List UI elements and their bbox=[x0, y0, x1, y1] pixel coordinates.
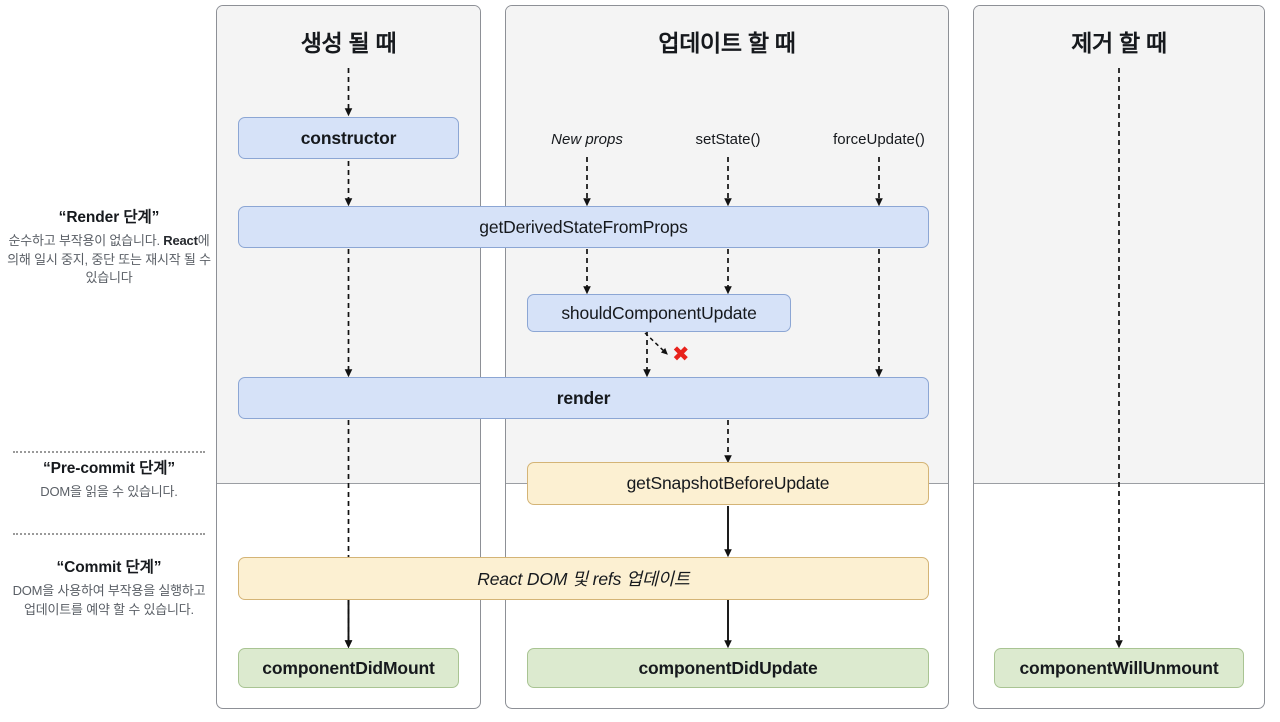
column-header-mounting: 생성 될 때 bbox=[300, 30, 397, 56]
legend-render-phase-desc: 순수하고 부작용이 없습니다. React에 의해 일시 중지, 중단 또는 재… bbox=[7, 233, 211, 286]
lifecycle-box-get-snapshot-before-update[interactable]: getSnapshotBeforeUpdate bbox=[527, 462, 929, 505]
lifecycle-box-should-component-update[interactable]: shouldComponentUpdate bbox=[527, 294, 791, 332]
lifecycle-box-render[interactable]: render bbox=[238, 377, 929, 419]
column-header-unmounting: 제거 할 때 bbox=[1071, 30, 1167, 56]
legend-divider-top bbox=[13, 451, 205, 453]
trigger-label-force-update: forceUpdate() bbox=[833, 131, 925, 148]
lifecycle-box-react-dom-refs-update[interactable]: React DOM 및 refs 업데이트 bbox=[238, 557, 929, 600]
legend-precommit-phase-desc: DOM을 읽을 수 있습니다. bbox=[40, 484, 178, 500]
skip-render-x-icon: ✖ bbox=[672, 342, 690, 366]
trigger-label-set-state: setState() bbox=[695, 131, 761, 148]
legend-commit-phase-title: “Commit 단계” bbox=[56, 559, 162, 576]
legend-render-phase-title: “Render 단계” bbox=[58, 209, 160, 226]
legend-precommit-phase: “Pre-commit 단계” DOM을 읽을 수 있습니다. bbox=[5, 459, 213, 502]
legend-commit-phase: “Commit 단계” DOM을 사용하여 부작용을 실행하고 업데이트를 예약… bbox=[5, 558, 213, 619]
lifecycle-box-component-did-update[interactable]: componentDidUpdate bbox=[527, 648, 929, 688]
lifecycle-box-get-derived-state-from-props[interactable]: getDerivedStateFromProps bbox=[238, 206, 929, 248]
column-header-updating: 업데이트 할 때 bbox=[658, 30, 796, 56]
lifecycle-box-component-will-unmount[interactable]: componentWillUnmount bbox=[994, 648, 1244, 688]
lifecycle-box-component-did-mount[interactable]: componentDidMount bbox=[238, 648, 459, 688]
legend-precommit-phase-title: “Pre-commit 단계” bbox=[42, 460, 176, 477]
legend-commit-phase-desc: DOM을 사용하여 부작용을 실행하고 업데이트를 예약 할 수 있습니다. bbox=[12, 583, 206, 617]
trigger-label-new-props: New props bbox=[551, 131, 623, 148]
legend-render-phase: “Render 단계” 순수하고 부작용이 없습니다. React에 의해 일시… bbox=[5, 208, 213, 288]
lifecycle-box-constructor[interactable]: constructor bbox=[238, 117, 459, 159]
legend-divider-bottom bbox=[13, 533, 205, 535]
